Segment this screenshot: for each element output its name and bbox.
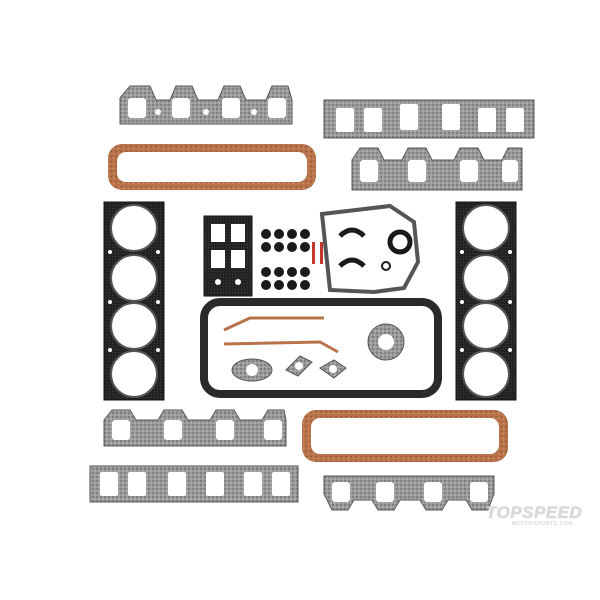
topspeed-watermark: TOPSPEED MOTORSPORTS.COM	[486, 503, 596, 529]
cylinder-head-gasket-right	[455, 201, 517, 401]
exhaust-manifold-gasket-bottom-right	[323, 475, 495, 511]
timing-cover-gasket	[319, 203, 421, 295]
valve-stem-seals	[261, 229, 323, 290]
carburetor-plate-gasket	[203, 215, 253, 297]
water-pump-gaskets	[231, 355, 347, 382]
valve-cover-gasket-top	[108, 144, 316, 190]
exhaust-manifold-gasket-bottom-left	[103, 409, 287, 447]
intake-manifold-gasket-bottom	[89, 465, 299, 503]
oil-pan-gasket	[200, 298, 442, 398]
exhaust-manifold-gasket-top-left	[119, 85, 293, 125]
exhaust-manifold-gasket-top-right	[351, 147, 523, 191]
intake-manifold-gasket-top-right	[323, 99, 535, 139]
watermark-text: TOPSPEED	[486, 503, 583, 522]
cylinder-head-gasket-left	[103, 201, 165, 401]
valve-cover-gasket-bottom	[302, 410, 508, 462]
watermark-subtext: MOTORSPORTS.COM	[512, 521, 574, 527]
